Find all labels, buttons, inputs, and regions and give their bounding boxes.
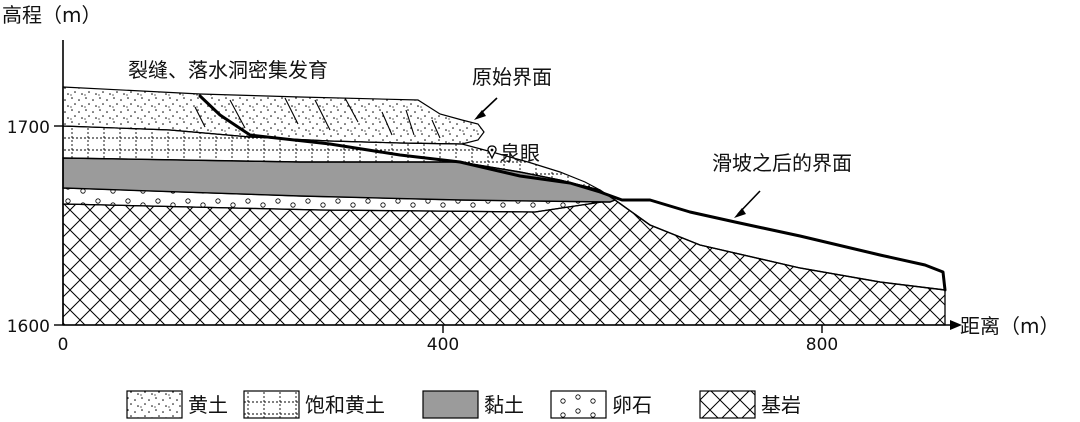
slide-surface <box>198 94 947 292</box>
x-axis-label: 距离（m） <box>960 314 1059 338</box>
legend-label-pebble: 卵石 <box>612 393 652 417</box>
legend-swatch-bedrock <box>699 390 756 419</box>
legend-label-clay: 黏土 <box>484 393 524 417</box>
original-surface-annotation: 原始界面 <box>472 65 552 89</box>
x-tick-800: 800 <box>806 335 838 355</box>
crack-annotation: 裂缝、落水洞密集发育 <box>128 58 328 82</box>
y-tick-1600: 1600 <box>7 317 50 337</box>
legend-swatch-loess <box>126 390 183 419</box>
legend-label-loess: 黄土 <box>188 393 228 417</box>
legend-label-saturated-loess: 饱和黄土 <box>305 393 385 417</box>
bedrock-layer <box>62 199 946 326</box>
legend-swatch-saturated-loess <box>243 390 300 419</box>
crack-lines <box>194 97 441 139</box>
legend-swatch-clay <box>422 390 479 419</box>
y-tick-1700: 1700 <box>7 118 50 138</box>
after-slide-annotation: 滑坡之后的界面 <box>712 151 852 175</box>
legend-label-bedrock: 基岩 <box>761 393 801 417</box>
spring-annotation: 泉眼 <box>500 141 540 165</box>
legend-swatch-pebble <box>550 390 607 419</box>
x-tick-400: 400 <box>427 335 459 355</box>
arrow-icon <box>474 97 761 218</box>
loess-layer <box>62 86 485 145</box>
spring-marker-icon <box>487 145 497 160</box>
y-axis-label: 高程（m） <box>2 3 101 27</box>
x-axis-arrow <box>950 320 962 330</box>
x-tick-0: 0 <box>58 335 69 355</box>
after-slide-outline <box>614 199 946 291</box>
legend: 黄土 饱和黄土 黏土 卵石 基岩 <box>126 390 801 419</box>
